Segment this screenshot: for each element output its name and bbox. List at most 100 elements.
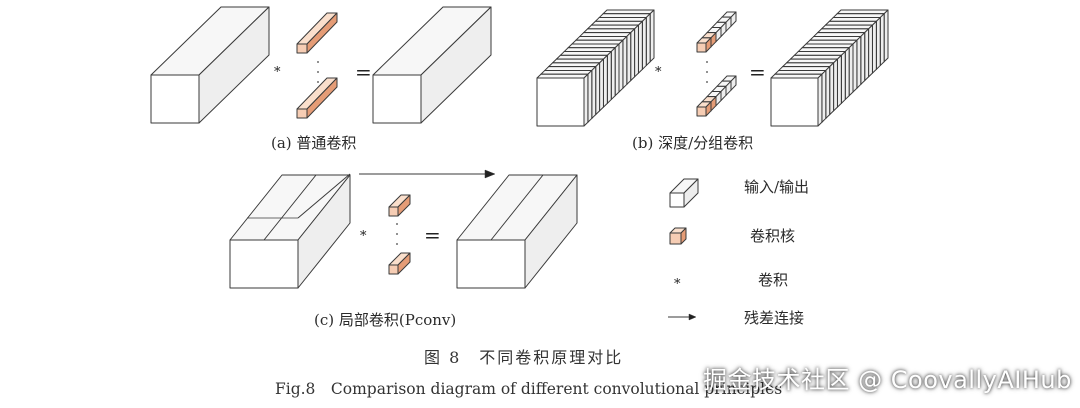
output-tensor-b-slice-top — [805, 39, 858, 45]
output-tensor-b-slice-side — [875, 17, 881, 70]
kernel-a-ellipsis — [317, 61, 319, 63]
legend-kernel-icon-front — [669, 232, 682, 245]
kernel-c-ellipsis — [396, 243, 398, 245]
panel-a-normal-conv — [150, 6, 492, 124]
input-tensor-b-slice-top — [559, 51, 612, 56]
input-tensor-b-slice-side — [630, 28, 636, 82]
input-tensor-b-slice-top — [548, 62, 601, 68]
input-tensor-b-slice-top — [598, 13, 651, 19]
output-tensor-b-slice-top — [817, 28, 870, 34]
input-tensor-b-slice-side — [626, 32, 632, 85]
output-tensor-b-slice-side — [817, 73, 823, 127]
conv-operator-b: * — [655, 65, 662, 80]
figure-caption-en: Fig.8 Comparison diagram of different co… — [275, 380, 783, 398]
input-tensor-b-slice-top — [590, 20, 643, 26]
input-tensor-c-front — [229, 239, 299, 289]
output-tensor-b-slice-side — [864, 28, 870, 82]
input-tensor-b-slice-side — [602, 54, 608, 108]
kernel-b-top-slice-front — [696, 42, 707, 53]
kernel-b-bottom-slice-front — [696, 106, 707, 117]
input-tensor-b-slice-side — [583, 73, 589, 127]
output-tensor-b-slice-top — [770, 73, 823, 79]
output-tensor-b-slice-top — [793, 51, 846, 56]
output-tensor-b-slice-top — [801, 43, 854, 49]
output-tensor-b-slice-top — [786, 58, 838, 64]
equals-sign-c: = — [424, 223, 441, 247]
legend-residual-label: 残差连接 — [744, 309, 805, 327]
panel-c-label: (c) 局部卷积(Pconv) — [314, 311, 457, 329]
output-tensor-b-slice-side — [856, 35, 862, 89]
input-tensor-b-slice-side — [606, 51, 612, 104]
output-tensor-b-slice-side — [840, 51, 846, 104]
input-tensor-a-front — [150, 74, 200, 124]
input-tensor-b-slice-top — [540, 69, 593, 75]
input-tensor-b-slice-front — [536, 77, 585, 127]
kernel-c-top-front — [388, 206, 399, 217]
input-tensor-b-slice-top — [552, 58, 604, 64]
output-tensor-b-slice-side — [860, 32, 866, 85]
input-tensor-b-slice-side — [649, 9, 655, 63]
output-tensor-b-slice-top — [774, 69, 827, 75]
input-tensor-b-slice-side — [641, 17, 647, 70]
residual-arrowhead — [484, 169, 496, 179]
output-tensor-b-slice-top — [778, 66, 831, 71]
legend-kernel-label: 卷积核 — [750, 227, 796, 245]
output-tensor-b-slice-side — [871, 20, 877, 74]
kernel-c-ellipsis — [396, 233, 398, 235]
legend — [668, 178, 699, 321]
output-tensor-b-slice-top — [821, 24, 873, 30]
input-tensor-b-slice-side — [634, 24, 639, 78]
output-tensor-b-slice-front — [770, 77, 819, 127]
panel-a-label: (a) 普通卷积 — [271, 134, 357, 152]
output-tensor-b-slice-side — [848, 43, 854, 97]
panel-c-partial-conv — [229, 169, 578, 289]
output-tensor-b-slice-top — [828, 17, 881, 22]
conv-operator-c: * — [360, 229, 367, 244]
input-tensor-b-slice-top — [555, 54, 608, 60]
legend-conv-label: 卷积 — [758, 271, 789, 289]
output-tensor-b-slice-side — [829, 62, 835, 116]
input-tensor-b-slice-side — [591, 66, 597, 119]
legend-conv-symbol: * — [674, 277, 681, 292]
input-tensor-b-slice-top — [544, 66, 597, 71]
input-tensor-b-slice-side — [645, 13, 651, 67]
input-tensor-b-slice-top — [563, 47, 616, 53]
conv-operator-a: * — [274, 65, 281, 80]
output-tensor-b-slice-side — [833, 58, 838, 112]
input-tensor-b-slice-side — [587, 69, 593, 123]
kernel-b-ellipsis — [706, 61, 708, 63]
kernel-a-ellipsis — [317, 71, 319, 73]
output-tensor-a-front — [372, 74, 422, 124]
input-c-partition-top — [297, 173, 351, 219]
output-tensor-b-slice-side — [868, 24, 873, 78]
output-tensor-b-slice-top — [813, 32, 866, 37]
kernel-a-bottom-front — [296, 108, 308, 119]
output-c-partition — [490, 174, 544, 241]
output-tensor-b-slice-top — [782, 62, 835, 68]
input-tensor-b-slice-top — [594, 17, 647, 22]
kernel-b-ellipsis — [706, 81, 708, 83]
input-tensor-b-slice-top — [567, 43, 620, 49]
output-tensor-b-slice-top — [824, 20, 877, 26]
output-tensor-b-slice-top — [809, 35, 862, 41]
input-tensor-b-slice-side — [595, 62, 601, 116]
legend-io-icon-front — [669, 192, 685, 208]
input-tensor-b-slice-side — [622, 35, 628, 89]
panel-b-depthwise-group-conv — [536, 9, 889, 127]
legend-io-label: 输入/输出 — [744, 178, 810, 196]
input-tensor-b-slice-side — [610, 47, 616, 101]
output-tensor-b-slice-side — [879, 13, 885, 67]
input-tensor-b-slice-side — [614, 43, 620, 97]
input-tensor-b-slice-top — [583, 28, 636, 34]
input-tensor-b-slice-top — [602, 9, 655, 15]
output-tensor-b-slice-side — [844, 47, 850, 101]
output-tensor-b-slice-top — [832, 13, 885, 19]
watermark: 掘金技术社区 @ CoovallyAIHub — [703, 366, 1072, 394]
output-tensor-b-slice-side — [825, 66, 831, 119]
input-tensor-b-slice-top — [571, 39, 624, 45]
output-tensor-b-slice-side — [821, 69, 827, 123]
kernel-a-ellipsis — [317, 81, 319, 83]
input-tensor-b-slice-side — [599, 58, 604, 112]
equals-sign-a: = — [355, 60, 372, 84]
